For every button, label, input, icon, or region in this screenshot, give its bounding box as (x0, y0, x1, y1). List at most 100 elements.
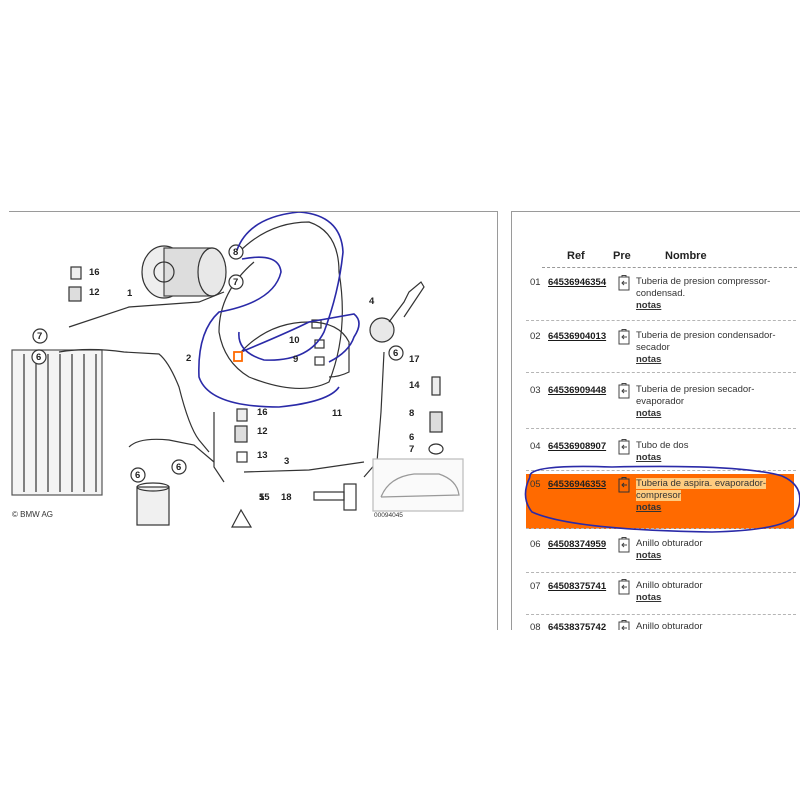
pipe-1 (68, 291, 225, 328)
callout-7c: 7 (409, 444, 415, 455)
small-parts (68, 266, 444, 528)
parts-diagram[interactable] (9, 212, 497, 630)
callout-3: 3 (284, 456, 290, 467)
evaporator-valve (369, 281, 425, 343)
pipe-2b (128, 438, 215, 463)
header-divider (542, 267, 797, 268)
row-number: 05 (530, 479, 541, 490)
callout-8b: 8 (409, 408, 415, 419)
row-number: 03 (530, 385, 541, 396)
parts-diagram-panel: 1 2 3 4 5 6 6 6 6 7 7 8 9 10 11 12 12 13… (9, 211, 498, 630)
pipe-5 (218, 221, 343, 389)
row-number: 04 (530, 441, 541, 452)
callout-18: 18 (281, 492, 292, 503)
callout-5: 5 (259, 492, 265, 503)
callout-7a: 7 (233, 277, 239, 288)
table-row[interactable]: 08 64538375742 Anillo obturador (526, 617, 796, 630)
table-row[interactable]: 01 64536946354 Tuberia de presion compre… (526, 272, 796, 321)
highlight-marker (233, 351, 243, 362)
callout-15: 15 (259, 492, 270, 503)
cart-icon[interactable] (618, 620, 631, 630)
cart-icon[interactable] (618, 439, 631, 455)
pipe-3 (243, 461, 365, 473)
cart-icon[interactable] (618, 383, 631, 399)
callout-16b: 16 (257, 407, 268, 418)
row-number: 08 (530, 622, 541, 630)
callout-9: 9 (293, 354, 299, 365)
callout-7b: 7 (37, 331, 43, 342)
notes-link[interactable]: notas (636, 300, 662, 311)
pipe-long (213, 412, 225, 483)
callout-11: 11 (332, 408, 343, 419)
part-ref-link[interactable]: 64536946353 (548, 479, 607, 490)
table-row[interactable]: 03 64536909448 Tuberia de presion secado… (526, 380, 796, 429)
car-locator (372, 458, 464, 512)
callout-13: 13 (257, 450, 268, 461)
receiver-drier (136, 482, 170, 526)
part-ref-link[interactable]: 64508374959 (548, 539, 607, 550)
callout-16a: 16 (89, 267, 100, 278)
callout-6d: 6 (176, 462, 182, 473)
callout-14: 14 (409, 380, 420, 391)
part-ref-link[interactable]: 64538375742 (548, 622, 607, 630)
callout-6e: 6 (409, 432, 415, 443)
part-ref-link[interactable]: 64508375741 (548, 581, 607, 592)
part-ref-link[interactable]: 64536908907 (548, 441, 607, 452)
notes-link[interactable]: notas (636, 354, 662, 365)
row-number: 02 (530, 331, 541, 342)
row-number: 01 (530, 277, 541, 288)
notes-link[interactable]: notas (636, 408, 662, 419)
header-name: Nombre (665, 250, 707, 262)
blue-annotation (198, 212, 360, 408)
row-number: 06 (530, 539, 541, 550)
part-ref-link[interactable]: 64536909448 (548, 385, 607, 396)
table-row[interactable]: 02 64536904013 Tuberia de presion conden… (526, 326, 796, 373)
notes-link[interactable]: notas (636, 502, 662, 513)
header-ref: Ref (567, 250, 585, 262)
callout-17: 17 (409, 354, 420, 365)
callout-10: 10 (289, 335, 300, 346)
callout-8: 8 (233, 247, 239, 258)
callout-4: 4 (369, 296, 375, 307)
condenser (11, 349, 103, 496)
callout-12b: 12 (257, 426, 268, 437)
part-ref-link[interactable]: 64536946354 (548, 277, 607, 288)
compressor (141, 245, 227, 299)
part-name: Anillo obturador (636, 621, 703, 630)
callout-6a: 6 (393, 348, 399, 359)
image-code: 00094045 (374, 512, 403, 519)
notes-link[interactable]: notas (636, 550, 662, 561)
part-name: Tuberia de presion compressor-condensad.… (636, 276, 786, 312)
cart-icon[interactable] (618, 579, 631, 595)
callout-6b: 6 (36, 352, 42, 363)
callout-1: 1 (127, 288, 133, 299)
pipe-2 (58, 348, 210, 453)
callout-2: 2 (186, 353, 192, 364)
copyright-label: © BMW AG (12, 510, 54, 519)
row-number: 07 (530, 581, 541, 592)
callout-6c: 6 (135, 470, 141, 481)
pipe-evap (363, 351, 385, 478)
cart-icon[interactable] (618, 329, 631, 345)
notes-link[interactable]: notas (636, 452, 662, 463)
callout-12a: 12 (89, 287, 100, 298)
cart-icon[interactable] (618, 275, 631, 291)
parts-table-panel: Ref Pre Nombre 01 64536946354 Tuberia de… (511, 211, 800, 630)
header-pre: Pre (613, 250, 631, 262)
cart-icon[interactable] (618, 537, 631, 553)
cart-icon[interactable] (618, 477, 631, 493)
pipe-5b (240, 321, 350, 378)
callout-circles (31, 244, 404, 483)
table-row-highlighted[interactable]: 05 64536946353 Tuberia de aspira. evapor… (526, 474, 794, 529)
notes-link[interactable]: notas (636, 592, 662, 603)
part-ref-link[interactable]: 64536904013 (548, 331, 607, 342)
